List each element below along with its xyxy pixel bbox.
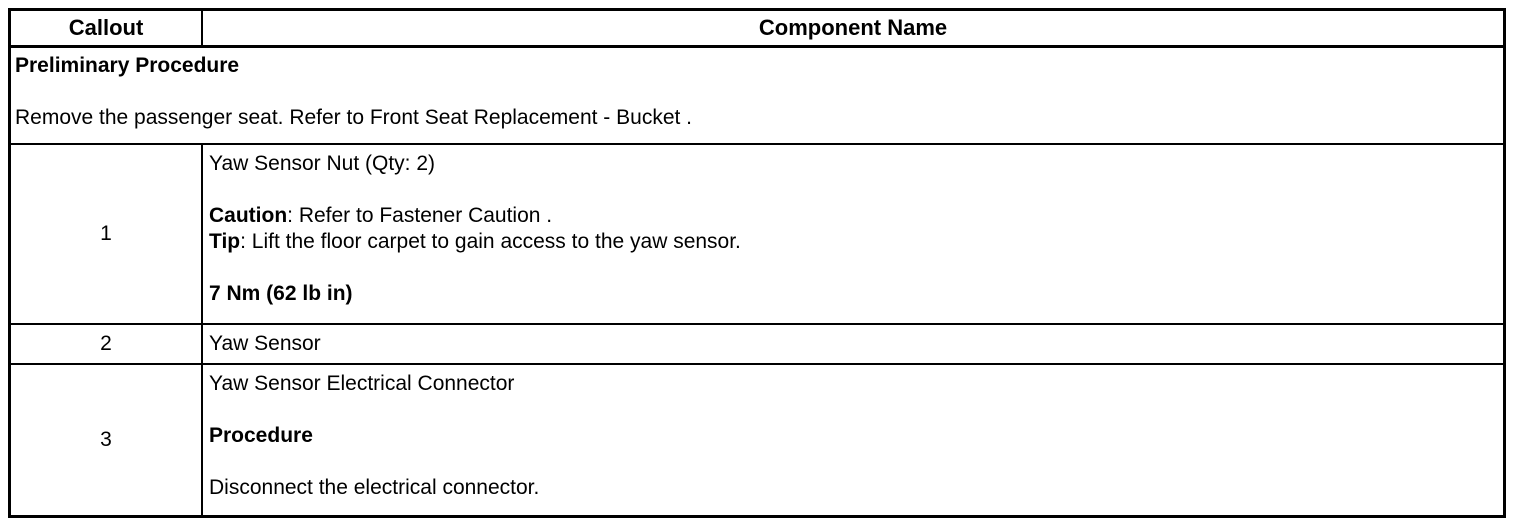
callout-number: 1 — [11, 145, 203, 323]
bold-text-run: Tip — [209, 230, 241, 253]
header-component-name: Component Name — [758, 15, 948, 40]
text-line — [209, 177, 1497, 203]
text-line — [209, 255, 1497, 281]
callout-component-table: Callout Component Name Preliminary Proce… — [8, 8, 1506, 518]
text-run: : Refer to Fastener Caution . — [287, 204, 553, 227]
callout-number: 3 — [11, 365, 203, 515]
bold-text-run: 7 Nm (62 lb in) — [209, 282, 353, 305]
text-line: Tip: Lift the floor carpet to gain acces… — [209, 229, 1497, 255]
text-run: Remove the passenger seat. Refer to Fron… — [15, 106, 693, 129]
table-row: 2 Yaw Sensor — [11, 325, 1503, 365]
table-row: 3 Yaw Sensor Electrical Connector Proced… — [11, 365, 1503, 515]
header-callout: Callout — [11, 11, 203, 45]
bold-text-run: Caution — [209, 204, 288, 227]
text-line — [209, 449, 1497, 475]
component-description: Yaw Sensor Electrical Connector Procedur… — [203, 365, 1503, 515]
table-row: 1 Yaw Sensor Nut (Qty: 2) Caution: Refer… — [11, 145, 1503, 325]
bold-text-run: Preliminary Procedure — [15, 54, 240, 77]
text-line — [209, 397, 1497, 423]
text-line: Procedure — [209, 423, 1497, 449]
component-description: Yaw Sensor — [203, 325, 1503, 363]
table-header-row: Callout Component Name — [11, 11, 1503, 48]
bold-text-run: Procedure — [209, 424, 313, 447]
text-run: Yaw Sensor Electrical Connector — [209, 372, 515, 395]
text-line: Yaw Sensor — [209, 331, 1497, 357]
text-line: Disconnect the electrical connector. — [209, 475, 1497, 501]
text-run: Disconnect the electrical connector. — [209, 476, 540, 499]
text-line: 7 Nm (62 lb in) — [209, 281, 1497, 307]
text-run: : Lift the floor carpet to gain access t… — [240, 230, 741, 253]
callout-number: 2 — [11, 325, 203, 363]
preliminary-procedure-section: Preliminary Procedure Remove the passeng… — [11, 48, 1503, 145]
text-line: Yaw Sensor Nut (Qty: 2) — [209, 151, 1497, 177]
text-line: Preliminary Procedure — [15, 53, 1499, 79]
text-line: Yaw Sensor Electrical Connector — [209, 371, 1497, 397]
text-line: Remove the passenger seat. Refer to Fron… — [15, 105, 1499, 131]
text-line — [15, 79, 1499, 105]
component-description: Yaw Sensor Nut (Qty: 2) Caution: Refer t… — [203, 145, 1503, 323]
text-line: Caution: Refer to Fastener Caution . — [209, 203, 1497, 229]
text-run: Yaw Sensor — [209, 332, 321, 355]
text-run: Yaw Sensor Nut (Qty: 2) — [209, 152, 436, 175]
